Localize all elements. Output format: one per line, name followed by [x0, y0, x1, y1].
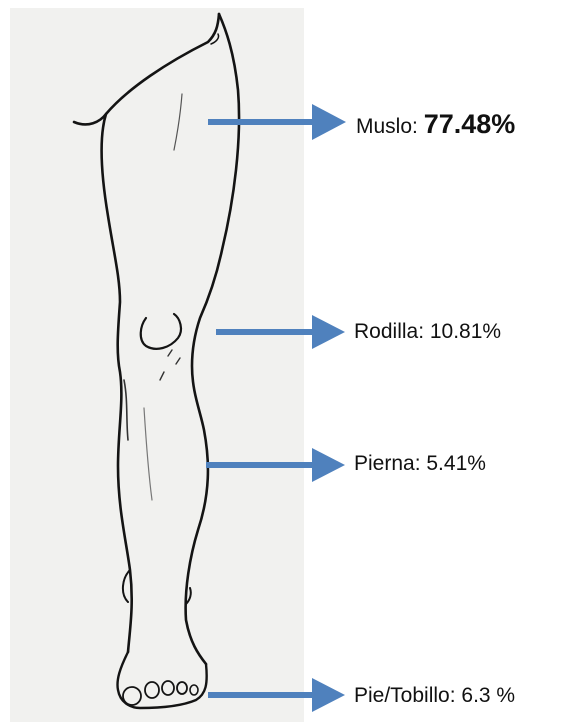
- arrow-pie-tobillo: [208, 678, 345, 712]
- label-pie-tobillo: Pie/Tobillo: 6.3 %: [354, 684, 515, 708]
- label-muslo-text: Muslo:: [356, 115, 424, 138]
- arrow-rodilla: [216, 315, 345, 349]
- arrow-pierna: [206, 448, 345, 482]
- arrow-muslo: [208, 104, 346, 140]
- label-pierna: Pierna: 5.41%: [354, 452, 486, 476]
- label-muslo-value: 77.48%: [424, 109, 516, 139]
- label-muslo: Muslo: 77.48%: [356, 109, 515, 140]
- label-rodilla: Rodilla: 10.81%: [354, 320, 501, 344]
